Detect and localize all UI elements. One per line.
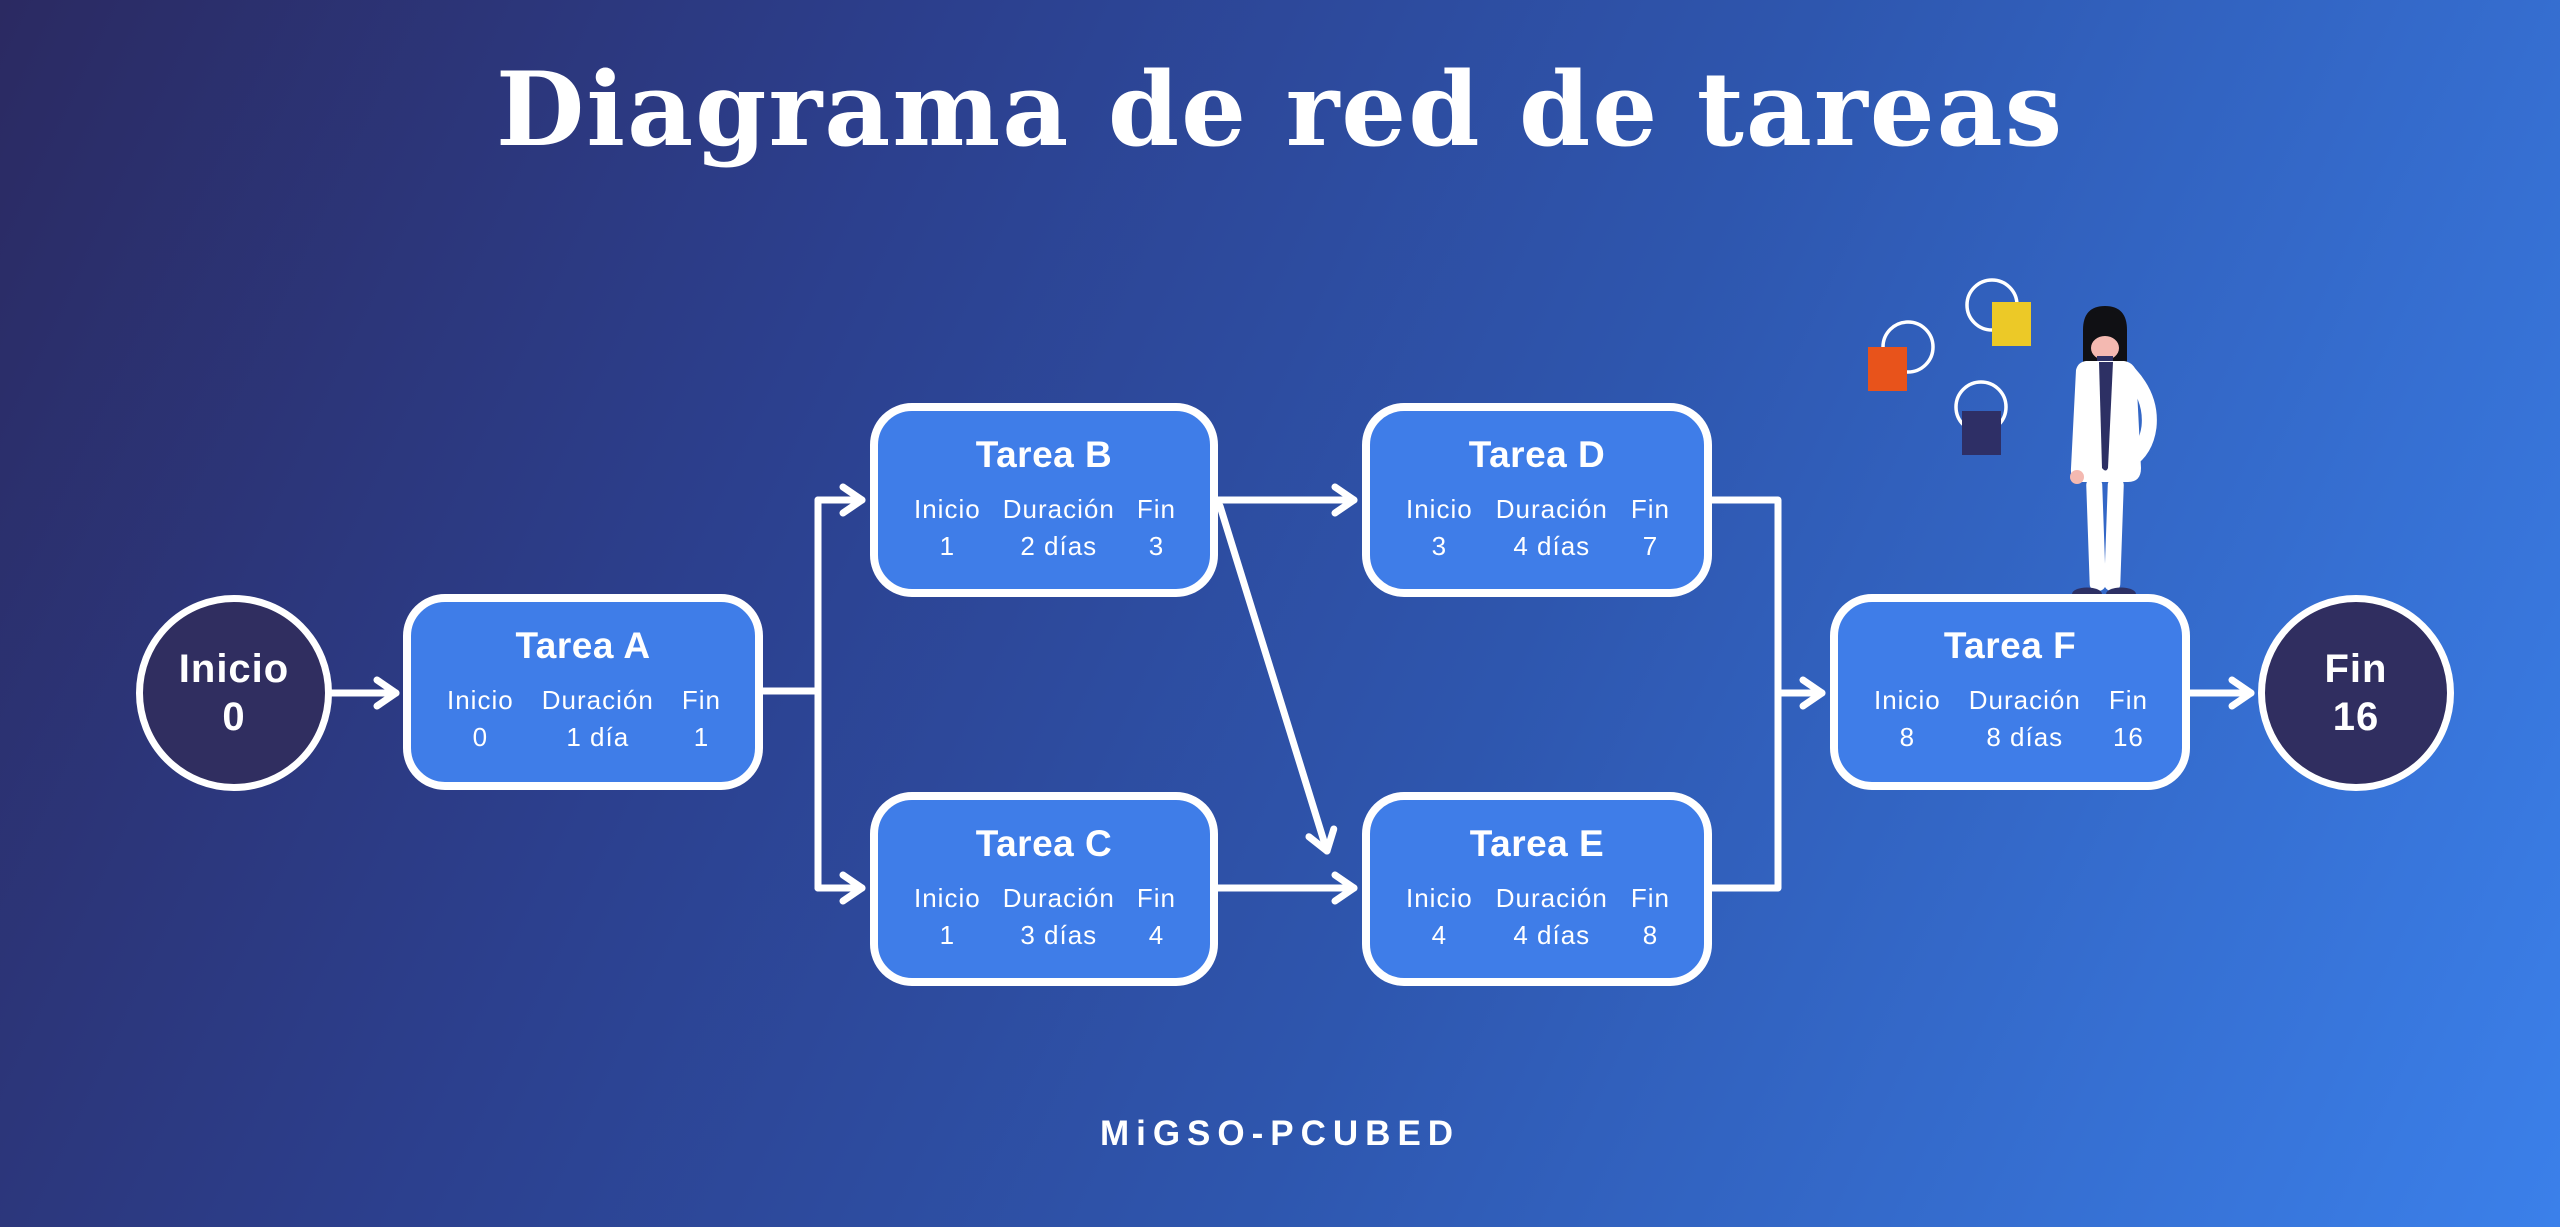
task-col-fin: Fin 3 (1137, 496, 1176, 559)
task-col-fin: Fin 7 (1631, 496, 1670, 559)
connector-a-fork-bus (759, 496, 822, 892)
task-col-duracion: Duración 2 días (1003, 496, 1115, 559)
column-header-fin: Fin (1136, 882, 1176, 913)
start-node: Inicio 0 (136, 595, 332, 791)
end-node-label: Fin (2324, 647, 2388, 691)
person-illustration (2070, 306, 2157, 601)
task-box-c: Tarea C Inicio 1 Duración 3 días Fin 4 (870, 792, 1218, 986)
column-header-duracion: Duración (541, 684, 654, 715)
task-fin-value: 16 (2112, 721, 2144, 752)
task-duracion-value: 1 día (566, 721, 630, 752)
column-header-fin: Fin (2108, 684, 2148, 715)
task-box-a: Tarea A Inicio 0 Duración 1 día Fin 1 (403, 594, 763, 790)
task-col-inicio: Inicio 3 (1406, 496, 1473, 559)
task-box-b: Tarea B Inicio 1 Duración 2 días Fin 3 (870, 403, 1218, 597)
task-fin-value: 3 (1148, 530, 1165, 561)
task-inicio-value: 4 (1431, 919, 1448, 950)
connector-b-to-e (1216, 502, 1338, 855)
task-title: Tarea F (1943, 625, 2077, 666)
task-title: Tarea C (975, 823, 1113, 864)
task-col-inicio: Inicio 1 (914, 885, 981, 948)
start-node-label: Inicio (178, 647, 290, 691)
column-header-duracion: Duración (1002, 493, 1115, 524)
task-grid: Inicio 4 Duración 4 días Fin 8 (1370, 885, 1704, 948)
task-col-inicio: Inicio 0 (447, 687, 514, 750)
column-header-fin: Fin (1630, 493, 1670, 524)
page-title: Diagrama de red de tareas (495, 50, 2065, 170)
person-face (2091, 336, 2119, 360)
task-col-fin: Fin 8 (1631, 885, 1670, 948)
task-col-duracion: Duración 1 día (542, 687, 654, 750)
task-grid: Inicio 8 Duración 8 días Fin 16 (1838, 687, 2182, 750)
task-title: Tarea E (1469, 823, 1605, 864)
end-node-value: 16 (2332, 695, 2380, 739)
column-header-fin: Fin (1136, 493, 1176, 524)
task-col-inicio: Inicio 4 (1406, 885, 1473, 948)
column-header-inicio: Inicio (1874, 684, 1941, 715)
task-grid: Inicio 3 Duración 4 días Fin 7 (1370, 496, 1704, 559)
column-header-inicio: Inicio (914, 882, 981, 913)
task-box-d: Tarea D Inicio 3 Duración 4 días Fin 7 (1362, 403, 1712, 597)
person-bangs (2086, 310, 2124, 338)
task-col-duracion: Duración 3 días (1003, 885, 1115, 948)
task-col-duracion: Duración 4 días (1496, 496, 1608, 559)
task-inicio-value: 1 (939, 919, 956, 950)
person-leg (2104, 477, 2124, 591)
task-col-duracion: Duración 8 días (1969, 687, 2081, 750)
column-header-duracion: Duración (1968, 684, 2081, 715)
task-col-duracion: Duración 4 días (1496, 885, 1608, 948)
column-header-duracion: Duración (1495, 882, 1608, 913)
task-col-inicio: Inicio 1 (914, 496, 981, 559)
task-title: Tarea A (515, 625, 651, 666)
connector-de-bus (1708, 496, 1782, 892)
column-header-fin: Fin (1630, 882, 1670, 913)
column-header-inicio: Inicio (447, 684, 514, 715)
orange-square-decoration (1868, 347, 1907, 391)
task-fin-value: 7 (1642, 530, 1659, 561)
task-duracion-value: 8 días (1986, 721, 2064, 752)
task-title: Tarea B (975, 434, 1113, 475)
task-col-fin: Fin 16 (2109, 687, 2148, 750)
column-header-inicio: Inicio (1406, 493, 1473, 524)
task-inicio-value: 8 (1899, 721, 1916, 752)
task-inicio-value: 3 (1431, 530, 1448, 561)
person-leg (2086, 477, 2106, 591)
task-grid: Inicio 0 Duración 1 día Fin 1 (411, 687, 755, 750)
task-duracion-value: 2 días (1020, 530, 1098, 561)
task-fin-value: 4 (1148, 919, 1165, 950)
task-duracion-value: 4 días (1513, 530, 1591, 561)
task-duracion-value: 3 días (1020, 919, 1098, 950)
task-col-inicio: Inicio 8 (1874, 687, 1941, 750)
task-col-fin: Fin 4 (1137, 885, 1176, 948)
decoration-shapes (1868, 278, 2031, 455)
task-inicio-value: 1 (939, 530, 956, 561)
end-node: Fin 16 (2258, 595, 2454, 791)
task-fin-value: 1 (693, 721, 710, 752)
column-header-inicio: Inicio (1406, 882, 1473, 913)
column-header-fin: Fin (681, 684, 721, 715)
migso-pcubed-logo: MiGSO-PCUBED (1099, 1114, 1461, 1153)
person-hand (2070, 470, 2084, 484)
column-header-duracion: Duración (1002, 882, 1115, 913)
task-title: Tarea D (1468, 434, 1606, 475)
task-grid: Inicio 1 Duración 2 días Fin 3 (878, 496, 1210, 559)
task-grid: Inicio 1 Duración 3 días Fin 4 (878, 885, 1210, 948)
task-col-fin: Fin 1 (682, 687, 721, 750)
task-box-f: Tarea F Inicio 8 Duración 8 días Fin 16 (1830, 594, 2190, 790)
yellow-square-decoration (1992, 302, 2031, 346)
column-header-duracion: Duración (1495, 493, 1608, 524)
person-tie (2099, 362, 2113, 471)
task-duracion-value: 4 días (1513, 919, 1591, 950)
navy-square-decoration (1962, 411, 2001, 455)
task-fin-value: 8 (1642, 919, 1659, 950)
task-box-e: Tarea E Inicio 4 Duración 4 días Fin 8 (1362, 792, 1712, 986)
start-node-value: 0 (222, 695, 246, 739)
task-inicio-value: 0 (472, 721, 489, 752)
column-header-inicio: Inicio (914, 493, 981, 524)
